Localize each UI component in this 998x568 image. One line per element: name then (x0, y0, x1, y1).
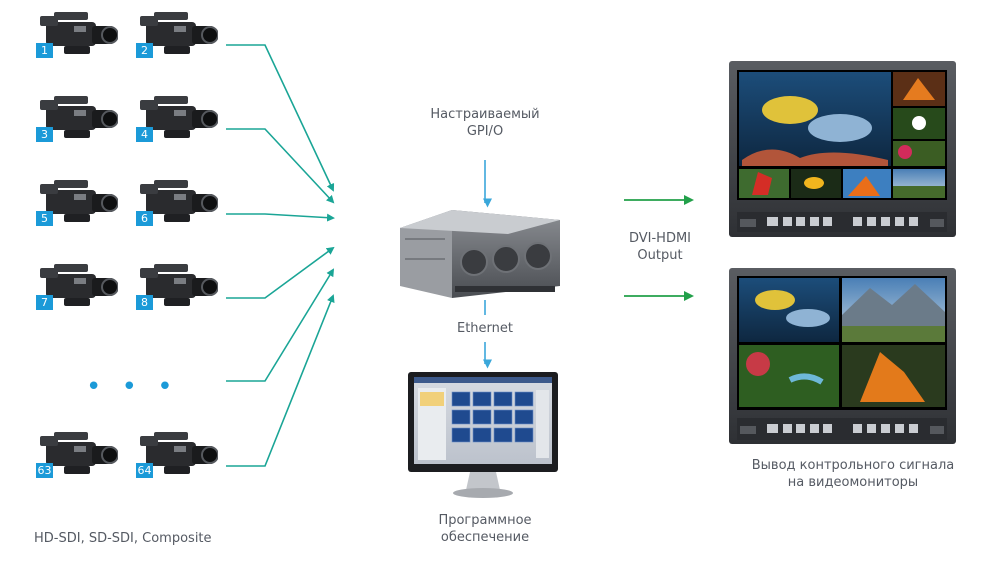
broadcast-monitor-2 (729, 268, 956, 444)
camera-64: 64 (134, 424, 219, 482)
video-camera-icon (40, 264, 119, 306)
video-camera-icon (40, 180, 119, 222)
video-camera-icon (40, 96, 119, 138)
dvi-hdmi-label: DVI-HDMI Output (600, 230, 720, 264)
camera-3: 3 (34, 88, 119, 146)
monitor-output-label: Вывод контрольного сигнала на видеомонит… (728, 457, 978, 491)
input-arrow-4 (226, 246, 335, 299)
software-label-line1: Программное (438, 513, 532, 528)
gpio-label: Настраиваемый GPI/O (405, 106, 565, 140)
camera-6: 6 (134, 172, 219, 230)
monitor-output-label-line1: Вывод контрольного сигнала (751, 458, 955, 473)
camera-8: 8 (134, 256, 219, 314)
dvi-hdmi-label-line1: DVI-HDMI (628, 231, 692, 246)
camera-number-badge: 64 (136, 463, 153, 478)
gpio-label-line2: GPI/O (466, 124, 504, 139)
camera-number-badge: 4 (136, 127, 153, 142)
broadcast-monitor-1 (729, 61, 956, 237)
video-camera-icon (40, 12, 119, 54)
inputs-label: HD-SDI, SD-SDI, Composite (34, 531, 212, 546)
camera-number-badge: 2 (136, 43, 153, 58)
input-arrow-5 (226, 268, 335, 382)
camera-1: 1 (34, 4, 119, 62)
video-camera-icon (140, 180, 219, 222)
gpio-label-line1: Настраиваемый (430, 107, 540, 122)
camera-4: 4 (134, 88, 219, 146)
software-label-line2: обеспечение (440, 530, 530, 545)
video-camera-icon (140, 432, 219, 474)
camera-63: 63 (34, 424, 119, 482)
input-arrows (226, 44, 335, 467)
input-arrow-6 (226, 294, 335, 467)
software-label: Программное обеспечение (405, 512, 565, 546)
camera-number-badge: 3 (36, 127, 53, 142)
camera-number-badge: 5 (36, 211, 53, 226)
dvi-hdmi-label-line2: Output (637, 248, 683, 263)
camera-7: 7 (34, 256, 119, 314)
video-camera-icon (140, 12, 219, 54)
video-camera-icon (40, 432, 119, 474)
input-arrow-1 (226, 44, 335, 192)
input-arrow-3 (226, 213, 335, 222)
video-camera-icon (140, 264, 219, 306)
video-camera-icon (140, 96, 219, 138)
camera-number-badge: 8 (136, 295, 153, 310)
ellipsis-dots: • • • (86, 372, 179, 402)
camera-number-badge: 63 (36, 463, 53, 478)
software-monitor (408, 372, 558, 498)
camera-number-badge: 7 (36, 295, 53, 310)
camera-number-badge: 6 (136, 211, 153, 226)
camera-5: 5 (34, 172, 119, 230)
camera-2: 2 (134, 4, 219, 62)
input-arrow-2 (226, 128, 335, 204)
multiviewer-device (400, 210, 560, 298)
ethernet-label: Ethernet (457, 321, 513, 336)
camera-number-badge: 1 (36, 43, 53, 58)
monitor-output-label-line2: на видеомониторы (787, 475, 919, 490)
